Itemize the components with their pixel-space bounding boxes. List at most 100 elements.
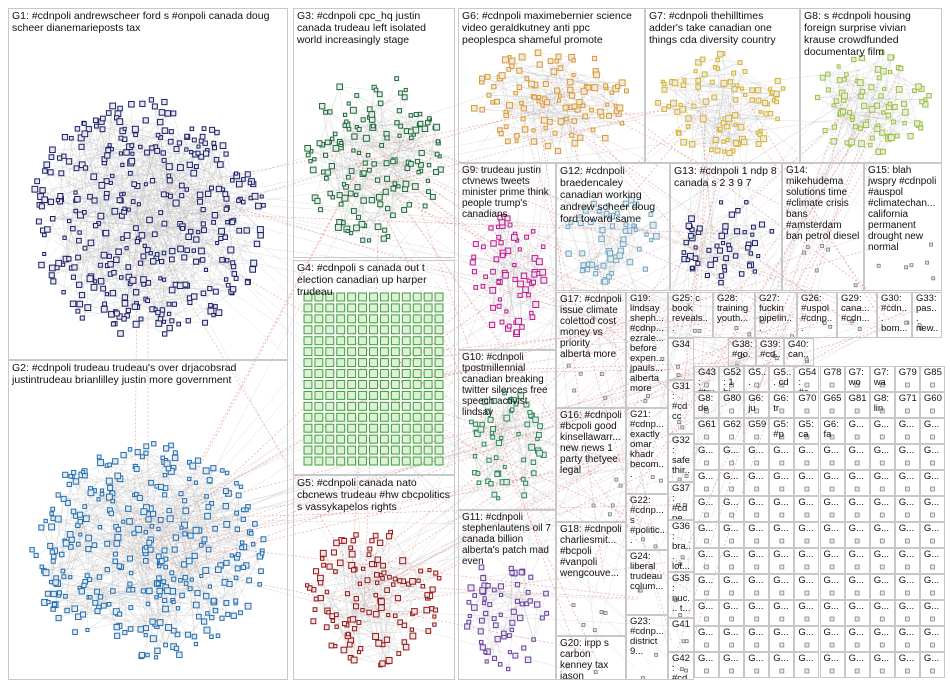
small-group-label: G6: ju bbox=[748, 394, 766, 414]
small-group-label: G43: #tru bbox=[698, 368, 716, 392]
small-group-panel: G65 bbox=[820, 392, 845, 418]
small-group-label: G... bbox=[798, 446, 816, 456]
small-group-label: G... bbox=[824, 654, 842, 664]
small-group-panel: G... bbox=[719, 600, 744, 626]
small-group-panel: G... bbox=[870, 548, 895, 574]
small-group-panel: G... bbox=[845, 548, 870, 574]
small-group-panel: G... bbox=[744, 444, 769, 470]
small-group-panel: G60 bbox=[920, 392, 945, 418]
small-group-label: G5... bbox=[748, 368, 766, 388]
small-group-label: G... bbox=[924, 446, 942, 456]
small-group-panel: G... bbox=[769, 548, 794, 574]
group-label: G12: #cdnpoli braedencaley canadian work… bbox=[560, 165, 667, 225]
small-group-label: G... bbox=[798, 498, 816, 508]
small-group-label: G... bbox=[773, 576, 791, 586]
group-panel-g27: G27: fuckin pipelin... bbox=[755, 292, 797, 338]
small-group-label: G81 bbox=[849, 394, 867, 404]
small-group-label: G... bbox=[924, 602, 942, 612]
small-group-panel: G... bbox=[794, 548, 819, 574]
group-label: G39: #cd... bbox=[760, 340, 781, 366]
group-panel-g19: G19: lindsay sheph... #cdnp... ezrale...… bbox=[626, 292, 668, 408]
group-panel-g34: G34 bbox=[668, 338, 694, 380]
small-group-label: G... bbox=[849, 498, 867, 508]
group-label: G6: #cdnpoli maximebernier science video… bbox=[462, 10, 642, 46]
small-group-label: G... bbox=[723, 524, 741, 534]
small-group-label: G... bbox=[798, 524, 816, 534]
group-panel-g36: G36: bra... lot... bbox=[668, 520, 694, 572]
small-group-panel: G... bbox=[794, 626, 819, 652]
small-group-panel: G85 bbox=[920, 366, 945, 392]
small-group-panel: G... bbox=[895, 522, 920, 548]
group-label: G15: blah jwspry #cdnpoli #auspol #clima… bbox=[868, 165, 939, 253]
small-group-label: G... bbox=[698, 602, 716, 612]
small-group-panel: G... bbox=[769, 496, 794, 522]
small-group-panel: G... bbox=[920, 574, 945, 600]
small-group-panel: G... bbox=[820, 652, 845, 678]
small-group-panel: G... bbox=[820, 600, 845, 626]
small-group-panel: G... bbox=[694, 626, 719, 652]
group-label: G22: #cdnp... s #politic... bbox=[630, 496, 665, 546]
small-group-label: G... bbox=[798, 576, 816, 586]
small-group-label: G... bbox=[849, 654, 867, 664]
small-group-panel: G... bbox=[845, 444, 870, 470]
small-group-label: G... bbox=[748, 498, 766, 508]
small-group-label: G78 bbox=[824, 368, 842, 378]
small-group-panel: G... bbox=[920, 418, 945, 444]
small-group-label: G... bbox=[773, 472, 791, 482]
small-group-panel: G6: tr bbox=[769, 392, 794, 418]
small-group-panel: G... bbox=[694, 496, 719, 522]
small-group-label: G... bbox=[849, 550, 867, 560]
small-group-label: G... bbox=[924, 498, 942, 508]
small-group-panel: G52: 1 hi bbox=[719, 366, 744, 392]
group-label: G34 bbox=[672, 340, 691, 350]
small-group-panel: G... bbox=[845, 574, 870, 600]
small-group-panel: G62 bbox=[719, 418, 744, 444]
group-panel-g10: G10: #cdnpoli tpostmillennial canadian b… bbox=[458, 350, 556, 510]
small-group-label: G... bbox=[773, 628, 791, 638]
group-panel-g7: G7: #cdnpoli thehilltimes adder's take c… bbox=[645, 8, 800, 163]
small-group-panel: G... bbox=[820, 548, 845, 574]
small-group-label: G... bbox=[773, 446, 791, 456]
small-group-label: G... bbox=[798, 628, 816, 638]
group-label: G17: #cdnpoli issue climate colettod cos… bbox=[560, 294, 623, 360]
group-label: G37: #cd pe... bbox=[672, 484, 691, 520]
small-group-label: G5... cd bbox=[773, 368, 791, 388]
small-group-label: G... bbox=[899, 524, 917, 534]
small-group-panel: G... bbox=[769, 444, 794, 470]
small-group-panel: G... bbox=[694, 600, 719, 626]
small-group-label: G... bbox=[698, 576, 716, 586]
group-label: G29: cana... #cdn... bbox=[841, 294, 874, 324]
small-group-panel: G... bbox=[794, 522, 819, 548]
small-group-label: G5: ca bbox=[798, 420, 816, 440]
group-label: G16: #cdnpoli #bcpoli good kinsellawarr.… bbox=[560, 410, 623, 476]
group-label: G4: #cdnpoli s canada out t election can… bbox=[297, 262, 452, 298]
small-group-label: G71 bbox=[899, 394, 917, 404]
group-label: G18: #cdnpoli charliesmit... #bcpoli #va… bbox=[560, 524, 623, 579]
small-group-panel: G... bbox=[920, 496, 945, 522]
group-panel-g15: G15: blah jwspry #cdnpoli #auspol #clima… bbox=[864, 163, 942, 291]
small-group-panel: G... bbox=[870, 626, 895, 652]
group-panel-g42: G42: #cd... bbox=[668, 652, 694, 680]
small-group-panel: G... bbox=[694, 574, 719, 600]
small-group-panel: G... bbox=[794, 496, 819, 522]
small-group-panel: G... bbox=[794, 444, 819, 470]
small-group-panel: G8: lin bbox=[870, 392, 895, 418]
small-group-panel: G59 bbox=[744, 418, 769, 444]
small-group-panel: G... bbox=[744, 574, 769, 600]
small-group-panel: G... bbox=[794, 574, 819, 600]
small-group-panel: G... bbox=[845, 626, 870, 652]
small-group-panel: G5: #p bbox=[769, 418, 794, 444]
small-group-label: G85 bbox=[924, 368, 942, 378]
small-group-panel: G... bbox=[870, 522, 895, 548]
small-group-label: G7: wa bbox=[874, 368, 892, 388]
small-group-label: G... bbox=[798, 550, 816, 560]
small-group-panel: G79 bbox=[895, 366, 920, 392]
small-group-label: G... bbox=[698, 654, 716, 664]
small-group-panel: G80 bbox=[719, 392, 744, 418]
small-group-label: G5: #p bbox=[773, 420, 791, 440]
group-panel-g8: G8: s #cdnpoli housing foreign surprise … bbox=[800, 8, 942, 163]
small-group-panel: G... bbox=[794, 470, 819, 496]
small-group-label: G... bbox=[874, 472, 892, 482]
group-label: G19: lindsay sheph... #cdnp... ezrale...… bbox=[630, 294, 665, 394]
small-group-panel: G... bbox=[694, 652, 719, 678]
